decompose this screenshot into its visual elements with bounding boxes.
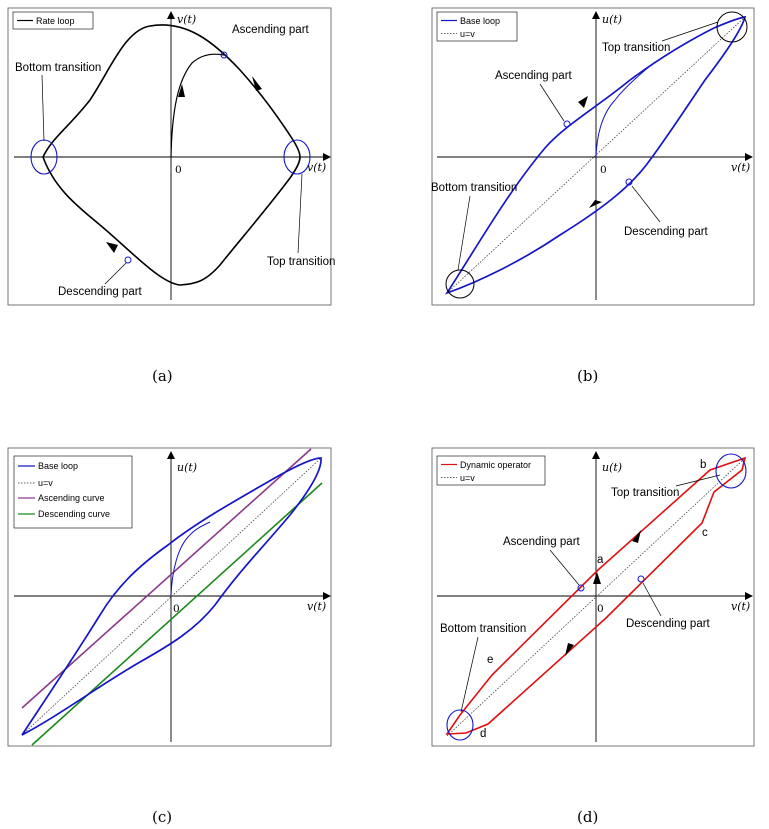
panel-a-top-transition-marker [283,139,311,175]
panel-d-descending-leader [642,582,662,617]
panel-b-descending-marker [625,178,633,186]
panel-d-legend-uv: u=v [460,473,475,483]
panel-d-top-leader [675,474,721,487]
panel-d-arrow-initial [593,572,601,584]
panel-d: u(t) v(t) 0 Dynamic operator u=v a b c d… [431,447,755,826]
panel-c-descending-curve [31,482,323,746]
panel-a-bottom-label: Bottom transition [15,62,101,74]
panel-d-x-axis-label: v(t) [731,600,750,613]
panel-d-arrow-ascending [632,530,641,543]
panel-c-ascending-curve [21,448,312,709]
panel-b-x-axis-label: v(t) [731,161,750,174]
panel-a-legend-rate-loop: Rate loop [36,16,75,26]
panel-a-ascending-marker [220,51,228,59]
panel-b: u(t) v(t) 0 Base loop u=v Top transition… [431,7,755,385]
panel-c-legend-uv: u=v [38,478,53,488]
panel-d-legend-box [436,455,546,486]
panel-d-point-c: c [702,527,708,539]
panel-a-origin-label: 0 [175,164,182,176]
panel-b-top-label: Top transition [602,42,670,54]
panel-b-legend-base-loop: Base loop [460,16,500,26]
panel-c-x-axis-label: v(t) [307,600,326,613]
panel-d-point-d: d [480,728,486,740]
panel-c-base-loop-curve [21,457,322,736]
panel-c-legend-box [13,455,133,529]
panel-c-origin-label: 0 [173,603,180,615]
panel-c-caption: (c) [152,808,172,826]
panel-d-point-b: b [700,459,706,471]
panel-d-bottom-label: Bottom transition [440,623,526,635]
panel-d-ascending-label: Ascending part [503,536,581,548]
panel-a-arrow-initial [178,84,185,97]
panel-d-descending-marker [637,575,645,583]
panel-d-uv-line [446,457,746,737]
panel-a: v(t) v(t) 0 Rate loop Ascending part Bot… [7,7,335,385]
panel-c-legend-descending: Descending curve [38,509,110,519]
panel-b-ascending-leader [539,83,565,122]
panel-b-ascending-label: Ascending part [495,70,573,82]
panel-a-top-label: Top transition [267,256,335,268]
panel-d-bottom-leader [460,636,479,713]
panel-d-arrow-descending [565,643,574,656]
panel-a-y-axis-label: v(t) [177,13,196,26]
panel-b-origin-label: 0 [600,164,607,176]
panel-a-x-axis-label: v(t) [307,161,326,174]
panel-b-caption: (b) [577,367,598,385]
panel-d-ascending-marker [577,584,585,592]
panel-d-point-a: a [597,554,604,566]
panel-b-base-loop-curve [444,15,747,295]
panel-b-bottom-label: Bottom transition [431,182,517,194]
panel-c-legend-ascending: Ascending curve [38,493,105,503]
panel-b-arrow-ascending [578,96,588,108]
panel-a-ascending-label: Ascending part [232,24,310,36]
panel-b-descending-leader [631,185,661,223]
panel-b-y-axis-label: u(t) [602,13,622,26]
panel-d-top-transition-marker [715,453,747,489]
panel-a-arrow-right [252,76,262,91]
panel-c-initial-branch [170,521,211,597]
panel-d-point-e: e [487,654,493,666]
panel-a-bottom-leader [41,74,45,142]
panel-b-top-transition-marker [716,11,748,43]
panel-a-top-leader [297,173,303,254]
panel-a-legend-box [12,11,94,30]
panel-b-legend-box [436,11,518,42]
panel-a-initial-branch [170,53,225,158]
panel-c: u(t) v(t) 0 Base loop u=v Ascending curv… [7,447,332,826]
panel-d-ascending-leader [549,549,580,586]
panel-d-top-label: Top transition [611,487,679,499]
panel-d-origin-label: 0 [597,603,604,615]
panel-d-legend-dynamic-operator: Dynamic operator [460,460,531,470]
panel-d-dynamic-operator-loop [445,456,747,735]
panel-c-uv-line [21,457,322,736]
panel-d-bottom-transition-marker [446,709,474,741]
panel-d-caption: (d) [577,808,598,826]
panel-b-legend-uv: u=v [460,29,475,39]
panel-a-arrow-bottom [106,242,118,253]
panel-b-ascending-marker [563,120,571,128]
panel-b-arrow-descending [589,200,602,208]
panel-d-y-axis-label: u(t) [602,461,622,474]
panel-b-bottom-transition-marker [445,269,475,299]
panel-b-top-leader [661,21,719,42]
panel-b-bottom-leader [457,195,471,271]
panel-c-legend-base-loop: Base loop [38,461,78,471]
panel-d-frame [431,447,755,747]
panel-a-frame [7,7,332,306]
panel-a-caption: (a) [152,367,173,385]
panel-d-descending-label: Descending part [626,618,711,630]
panel-b-initial-branch [595,61,656,158]
panel-a-descending-marker [124,256,132,264]
panel-a-rate-loop-curve [42,24,301,286]
panel-b-descending-label: Descending part [624,226,709,238]
panel-a-descending-leader [104,262,127,285]
panel-a-descending-label: Descending part [58,286,143,298]
panel-b-frame [431,7,755,306]
panel-c-y-axis-label: u(t) [177,461,197,474]
